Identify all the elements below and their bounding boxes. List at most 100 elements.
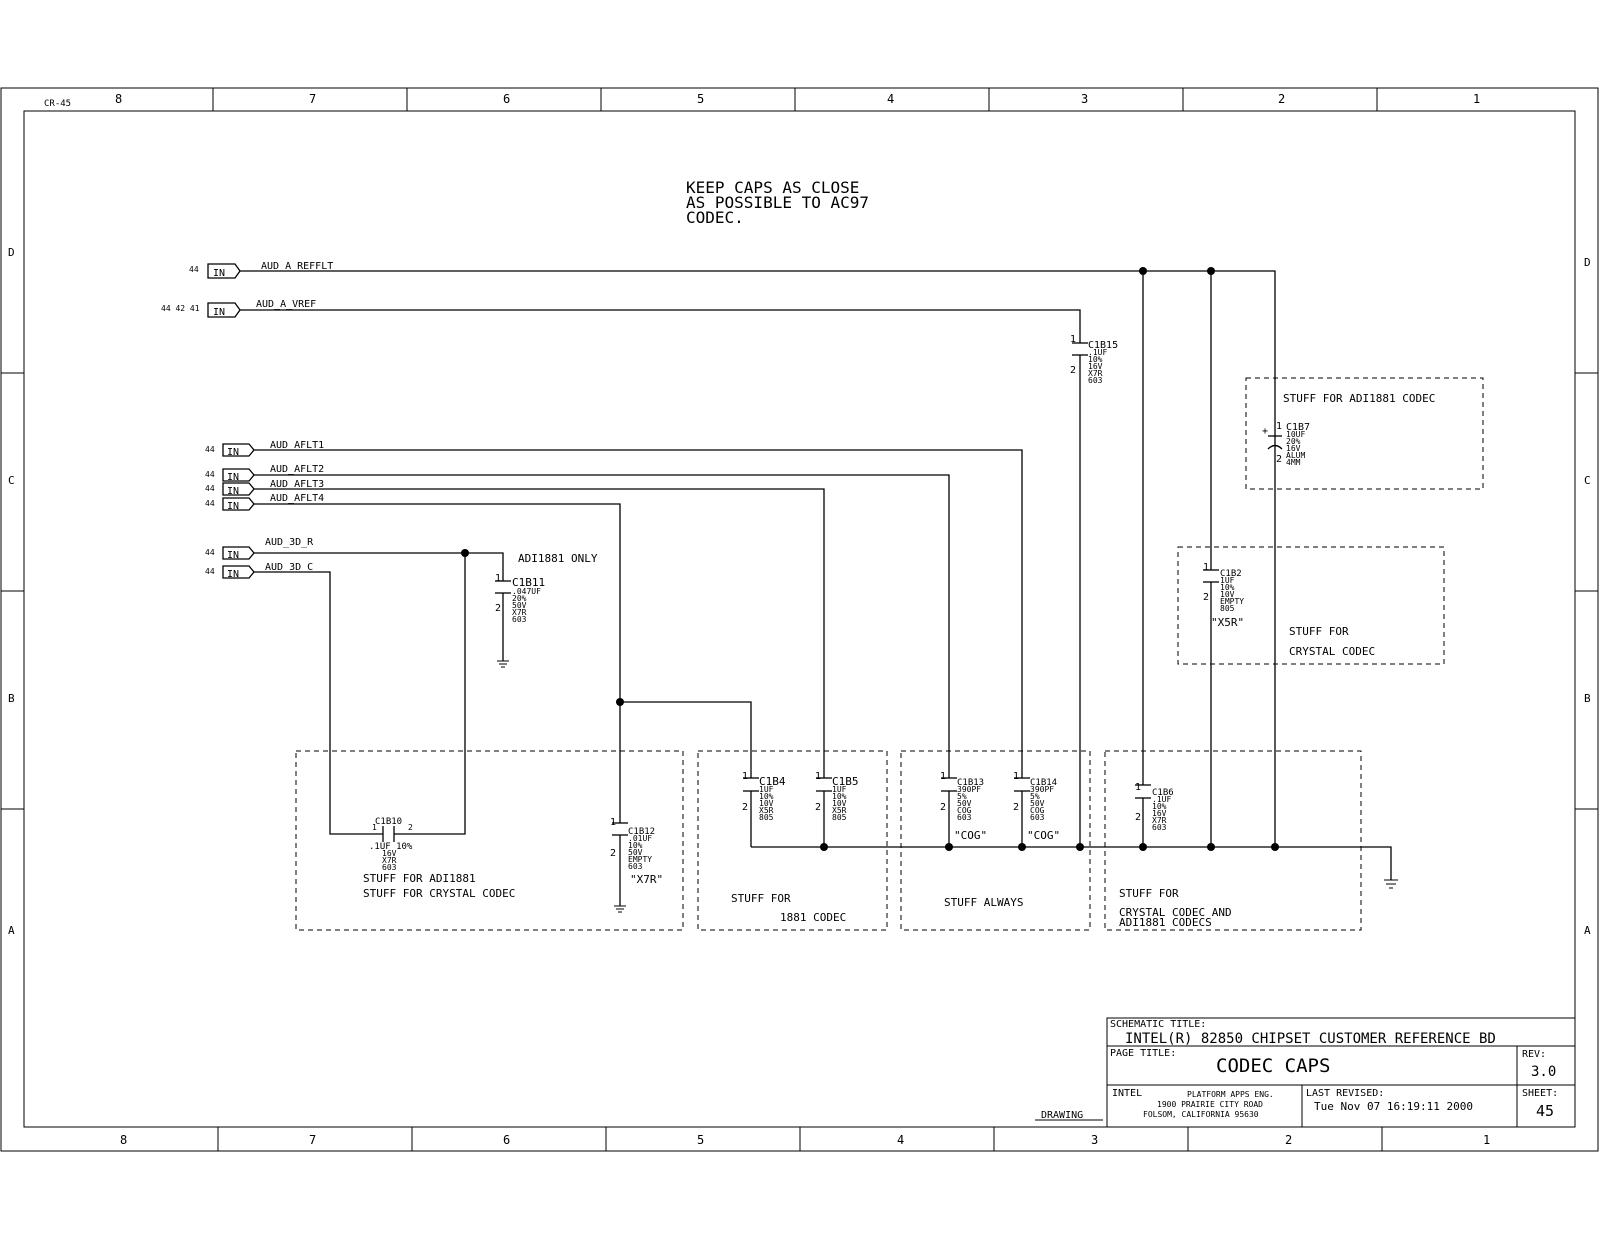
svg-text:50V: 50V bbox=[512, 601, 527, 610]
capacitor-c1b11[interactable]: 1 2 C1B11 .047UF 20% 50V X7R 603 bbox=[495, 573, 545, 624]
dielectric-note: "X7R" bbox=[630, 873, 663, 886]
svg-text:390PF: 390PF bbox=[1030, 785, 1054, 794]
zone-label: 2 bbox=[1278, 92, 1285, 106]
svg-text:2: 2 bbox=[1070, 365, 1076, 376]
last-revised-date: Tue Nov 07 16:19:11 2000 bbox=[1314, 1100, 1473, 1113]
zone-label: 7 bbox=[309, 1133, 316, 1147]
capacitor-c1b6[interactable]: 1 2 C1B6 .1UF 10% 16V X7R 603 bbox=[1135, 782, 1174, 832]
zone-label: A bbox=[8, 924, 15, 937]
cap-ref: C1B5 bbox=[832, 775, 859, 788]
cap-ref: C1B15 bbox=[1088, 340, 1118, 351]
page-title: CODEC CAPS bbox=[1216, 1055, 1330, 1077]
svg-text:IN: IN bbox=[227, 447, 239, 458]
capacitor-c1b10[interactable]: 1 2 C1B10 .1UF 10% 16V X7R 603 bbox=[369, 817, 413, 872]
port-aud-a-vref[interactable]: 44 42 41 IN AUD_A_VREF bbox=[161, 299, 316, 318]
svg-text:44: 44 bbox=[205, 548, 215, 557]
capacitor-c1b13[interactable]: 1 2 C1B13 390PF 5% 50V COG 603 "COG" bbox=[940, 771, 987, 842]
ground-symbols bbox=[497, 660, 1398, 913]
svg-text:2: 2 bbox=[742, 802, 748, 813]
svg-text:44: 44 bbox=[205, 484, 215, 493]
port-aud-a-refflt[interactable]: 44 IN AUD_A_REFFLT bbox=[189, 261, 333, 279]
dielectric-note: "X5R" bbox=[1211, 616, 1244, 629]
svg-text:IN: IN bbox=[227, 569, 239, 580]
svg-text:.01UF: .01UF bbox=[628, 834, 652, 843]
cap-ref: C1B13 bbox=[957, 778, 984, 788]
svg-text:1UF: 1UF bbox=[1220, 576, 1235, 585]
capacitor-c1b15[interactable]: 1 2 C1B15 .1UF 10% 16V X7R 603 bbox=[1070, 334, 1118, 385]
zone-label: 1 bbox=[1483, 1133, 1490, 1147]
zone-label: 4 bbox=[887, 92, 894, 106]
port-aud-aflt1[interactable]: 44 IN AUD_AFLT1 bbox=[205, 440, 324, 458]
company-address: 1900 PRAIRIE CITY ROAD bbox=[1157, 1100, 1263, 1109]
svg-text:603: 603 bbox=[957, 813, 972, 822]
port-aud-aflt4[interactable]: 44 IN AUD_AFLT4 bbox=[205, 493, 324, 512]
svg-text:.1UF: .1UF bbox=[1152, 795, 1171, 804]
svg-text:390PF: 390PF bbox=[957, 785, 981, 794]
svg-text:16V: 16V bbox=[1286, 444, 1301, 453]
rev-value: 3.0 bbox=[1531, 1064, 1556, 1080]
svg-text:.1UF 10%: .1UF 10% bbox=[369, 842, 413, 852]
svg-text:10%: 10% bbox=[1088, 355, 1103, 364]
svg-text:1: 1 bbox=[1276, 421, 1282, 432]
capacitor-c1b4[interactable]: 1 2 C1B4 1UF 10% 10V X5R 805 bbox=[742, 771, 786, 822]
svg-text:EMPTY: EMPTY bbox=[1220, 597, 1244, 606]
svg-text:2: 2 bbox=[408, 823, 413, 832]
zone-label: 1 bbox=[1473, 92, 1480, 106]
group-label-crystal: STUFF FOR bbox=[1289, 625, 1349, 638]
zone-label: 6 bbox=[503, 92, 510, 106]
svg-text:X5R: X5R bbox=[759, 806, 774, 815]
svg-text:IN: IN bbox=[227, 486, 239, 497]
port-aud-aflt3[interactable]: 44 IN AUD_AFLT3 bbox=[205, 479, 324, 497]
svg-text:2: 2 bbox=[1203, 592, 1209, 603]
group-label-right: CRYSTAL CODEC AND bbox=[1119, 906, 1232, 919]
svg-text:2: 2 bbox=[1135, 812, 1141, 823]
svg-text:10%: 10% bbox=[1220, 583, 1235, 592]
svg-text:5%: 5% bbox=[1030, 792, 1040, 801]
group-label-adi-codec: STUFF FOR ADI1881 CODEC bbox=[1283, 392, 1435, 405]
net-label: AUD_A_REFFLT bbox=[261, 261, 333, 272]
svg-text:IN: IN bbox=[213, 307, 225, 318]
drawing-label: DRAWING bbox=[1041, 1110, 1083, 1121]
svg-text:1: 1 bbox=[742, 771, 748, 782]
capacitor-c1b14[interactable]: 1 2 C1B14 390PF 5% 50V COG 603 "COG" bbox=[1013, 771, 1060, 842]
svg-text:50V: 50V bbox=[628, 848, 643, 857]
svg-text:44: 44 bbox=[205, 567, 215, 576]
zone-label: B bbox=[1584, 692, 1591, 705]
port-aud-aflt2[interactable]: 44 IN AUD_AFLT2 bbox=[205, 464, 324, 483]
group-label-right: ADI1881 CODECS bbox=[1119, 916, 1212, 929]
port-aud-3d-c[interactable]: 44 IN AUD_3D_C bbox=[205, 562, 313, 580]
svg-text:1: 1 bbox=[940, 771, 946, 782]
svg-text:10V: 10V bbox=[832, 799, 847, 808]
svg-text:44: 44 bbox=[205, 499, 215, 508]
capacitor-c1b7[interactable]: + 1 2 C1B7 10UF 20% 16V ALUM 4MM bbox=[1262, 421, 1310, 467]
svg-text:2: 2 bbox=[815, 802, 821, 813]
svg-text:44: 44 bbox=[189, 265, 199, 274]
svg-text:1: 1 bbox=[495, 573, 501, 584]
port-aud-3d-r[interactable]: 44 IN AUD_3D_R bbox=[205, 537, 314, 561]
svg-text:1: 1 bbox=[610, 817, 616, 828]
svg-text:IN: IN bbox=[227, 550, 239, 561]
svg-text:1: 1 bbox=[372, 823, 377, 832]
svg-text:.1UF: .1UF bbox=[1088, 348, 1107, 357]
group-label-mid: STUFF FOR bbox=[731, 892, 791, 905]
stuffing-groups bbox=[295, 377, 1484, 931]
svg-text:IN: IN bbox=[213, 268, 225, 279]
svg-text:1UF: 1UF bbox=[759, 785, 774, 794]
svg-text:5%: 5% bbox=[957, 792, 967, 801]
capacitor-c1b2[interactable]: 1 2 C1B2 1UF 10% 10V EMPTY 805 "X5R" bbox=[1203, 562, 1244, 629]
cap-ref: C1B7 bbox=[1286, 422, 1310, 433]
dielectric-note: "COG" bbox=[954, 829, 987, 842]
zone-label: 5 bbox=[697, 92, 704, 106]
company-address: PLATFORM APPS ENG. bbox=[1187, 1090, 1274, 1099]
svg-text:X7R: X7R bbox=[1088, 369, 1103, 378]
sheet-border bbox=[0, 87, 1599, 1152]
capacitor-c1b12[interactable]: 1 2 C1B12 .01UF 10% 50V EMPTY 603 "X7R" bbox=[610, 817, 663, 886]
capacitor-c1b5[interactable]: 1 2 C1B5 1UF 10% 10V X5R 805 bbox=[815, 771, 859, 822]
svg-text:CODEC.: CODEC. bbox=[686, 208, 744, 227]
zone-label: C bbox=[1584, 474, 1591, 487]
svg-text:AS POSSIBLE TO AC97: AS POSSIBLE TO AC97 bbox=[686, 193, 869, 212]
schematic-title: INTEL(R) 82850 CHIPSET CUSTOMER REFERENC… bbox=[1125, 1031, 1496, 1047]
cap-ref: C1B14 bbox=[1030, 778, 1057, 788]
cap-ref: C1B6 bbox=[1152, 788, 1174, 798]
junctions bbox=[461, 267, 1279, 851]
